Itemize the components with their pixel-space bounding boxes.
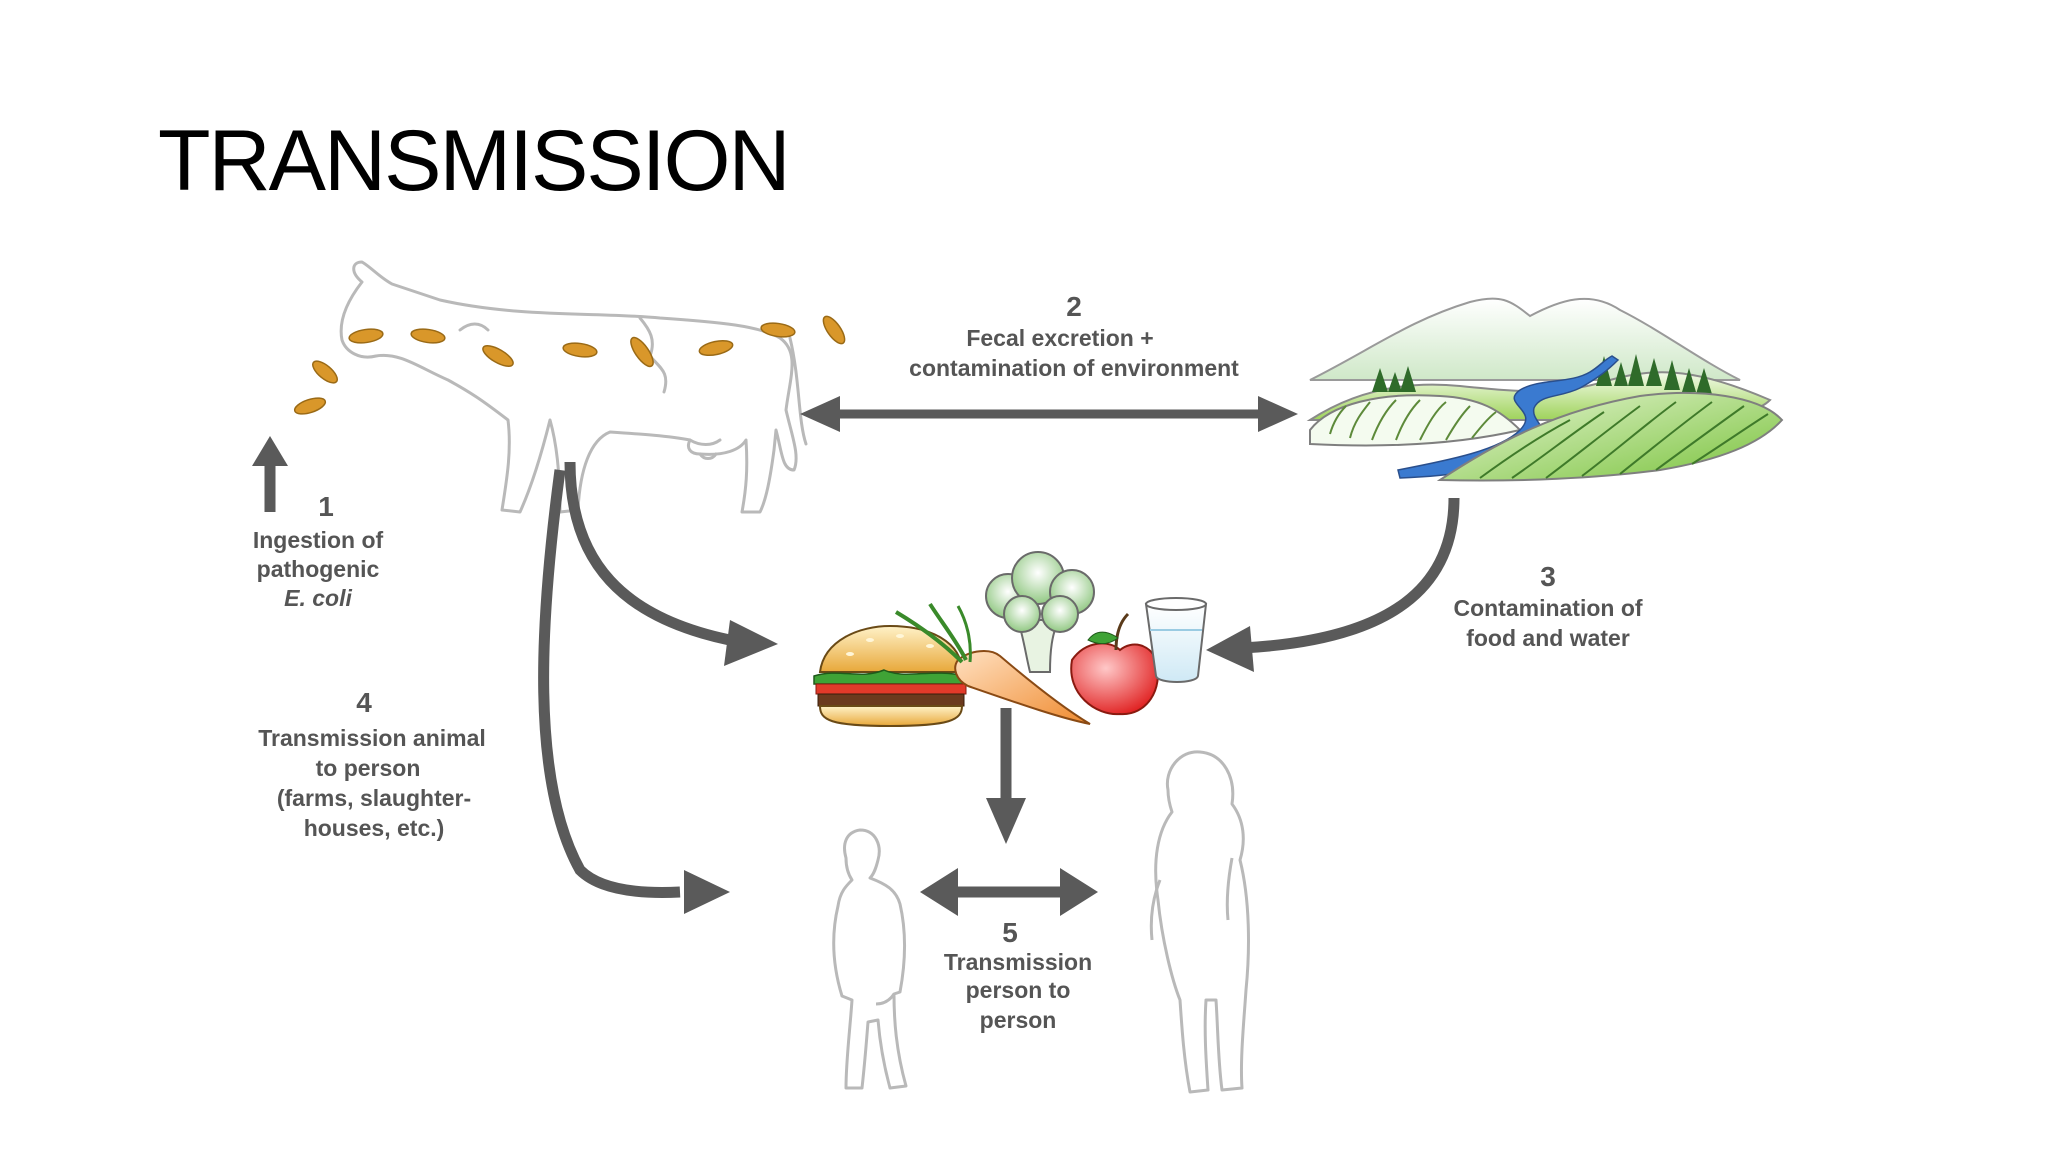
step-4-label: 4 Transmission animal to person (farms, … [258,687,486,841]
step-5-line-2: person to [966,977,1071,1003]
slide-title: TRANSMISSION [158,113,791,209]
step-4-line-2: to person [316,755,421,781]
step-1-line-3: E. coli [284,585,352,611]
child-silhouette [832,828,908,1090]
step-2-label: 2 Fecal excretion + contamination of env… [909,291,1239,381]
step-1-number: 1 [318,491,334,522]
step-1-line-1: Ingestion of [253,527,384,553]
step-2-number: 2 [1066,291,1082,322]
step-5-line-1: Transmission [944,949,1092,975]
step-1-line-2: pathogenic [257,556,380,582]
apple-illustration [1070,612,1159,716]
arrow-animal-to-person [538,469,681,898]
arrow-environment-to-food [1241,497,1460,654]
step-3-line-2: food and water [1466,625,1630,651]
step-4-line-4: houses, etc.) [304,815,445,841]
landscape-illustration [1306,297,1784,482]
step-2-line-1: Fecal excretion + [966,325,1153,351]
step-5-line-3: person [980,1007,1057,1033]
step-5-label: 5 Transmission person to person [944,917,1092,1033]
step-4-line-1: Transmission animal [258,725,486,751]
woman-silhouette [1149,750,1250,1094]
arrow-cow-to-food [564,461,741,648]
step-5-number: 5 [1002,917,1018,948]
bacteria-group [293,315,846,415]
broccoli-illustration [985,551,1095,673]
step-4-line-3: (farms, slaughter- [277,785,471,811]
step-1-label: 1 Ingestion of pathogenic E. coli [253,491,384,611]
water-glass-illustration [1144,597,1208,683]
step-3-number: 3 [1540,561,1556,592]
arrows-group [252,396,1460,916]
step-3-label: 3 Contamination of food and water [1453,561,1642,651]
step-4-number: 4 [356,687,372,718]
step-2-line-2: contamination of environment [909,355,1239,381]
food-and-water-illustration [813,551,1208,728]
burger-illustration [813,624,967,728]
carrot-illustration [894,602,1091,725]
step-3-line-1: Contamination of [1453,595,1642,621]
